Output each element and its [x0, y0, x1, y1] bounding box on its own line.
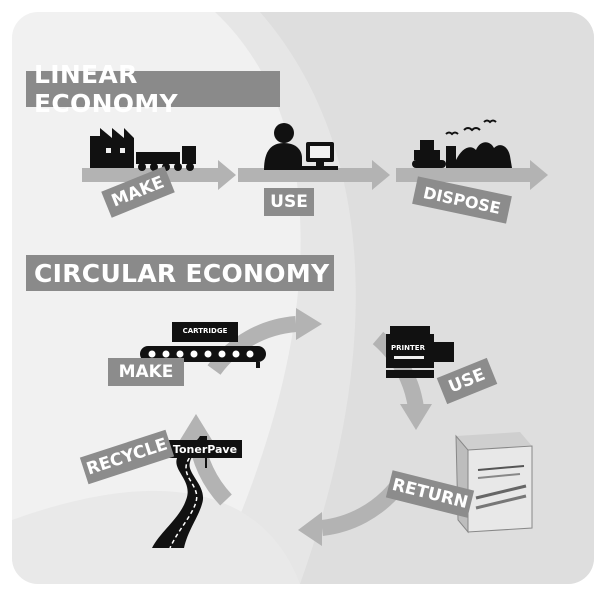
circular-economy-heading: CIRCULAR ECONOMY [26, 255, 334, 291]
arrowhead-4 [180, 414, 212, 440]
landfill-bulldozer-icon [412, 119, 512, 168]
printer-label: PRINTER [391, 344, 425, 352]
arrowhead-2 [400, 404, 432, 430]
linear-economy-title: LINEAR ECONOMY [34, 60, 178, 118]
arrowhead-3 [298, 512, 322, 546]
tonerpave-sign: TonerPave [168, 440, 242, 458]
linear-arrow-2 [238, 160, 390, 190]
person-computer-icon [264, 123, 338, 170]
circular-economy-title: CIRCULAR ECONOMY [34, 258, 330, 288]
conveyor-cartridge-icon [140, 322, 266, 368]
linear-arrow-3 [396, 160, 548, 190]
circular-arrowheads [180, 308, 432, 546]
circular-step-make: MAKE [108, 358, 184, 386]
linear-economy-heading: LINEAR ECONOMY [26, 60, 280, 118]
cartridge-label: CARTRIDGE [182, 327, 228, 335]
factory-truck-icon [90, 128, 196, 171]
cycle-arc-use-to-return [372, 331, 424, 410]
printer-icon [386, 326, 454, 378]
linear-step-use: USE [264, 188, 314, 216]
arrowhead-1 [296, 308, 322, 340]
